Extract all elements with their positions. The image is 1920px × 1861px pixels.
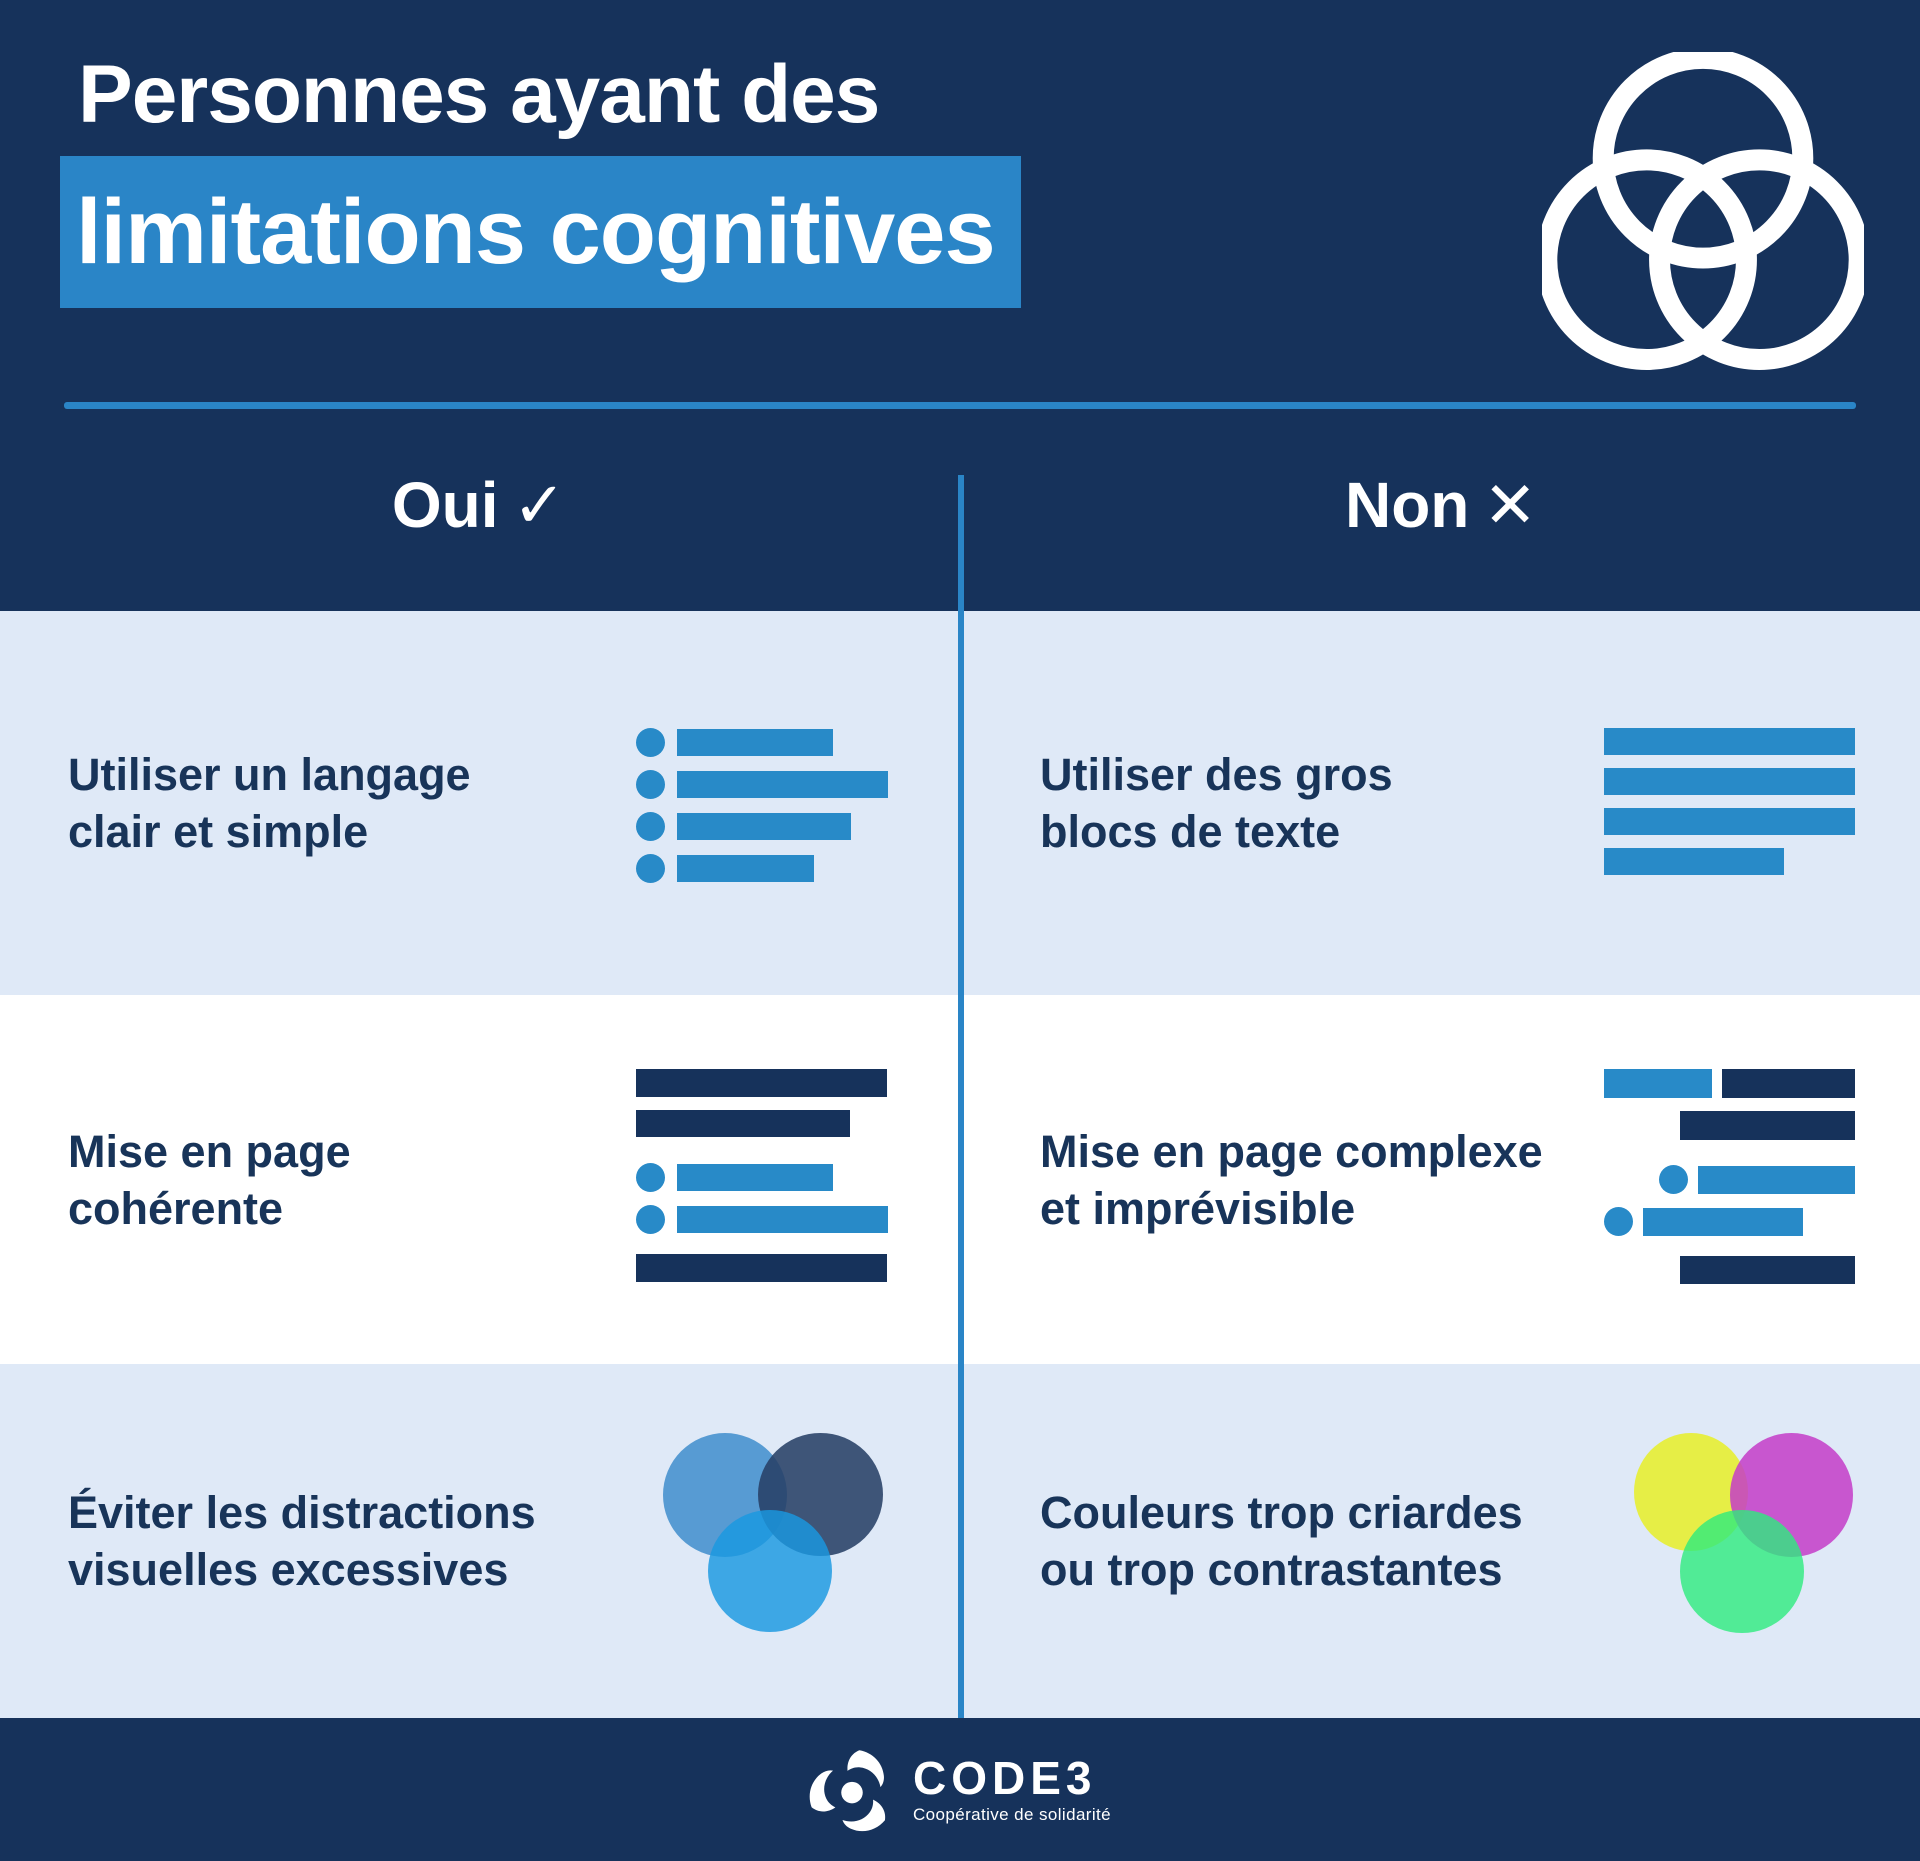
- column-divider-line: [958, 475, 964, 1718]
- no-text-row3: Couleurs trop criardes ou trop contrasta…: [1040, 1484, 1523, 1598]
- circle-bright-blue: [708, 1510, 832, 1632]
- bullet-dot: [636, 854, 665, 883]
- yes-text-row1: Utiliser un langage clair et simple: [68, 746, 471, 860]
- bullet-dot: [1604, 1207, 1633, 1236]
- venn-three-circles-icon: [1542, 52, 1864, 370]
- structured-layout-icon: [636, 1069, 888, 1282]
- text-line-bar: [677, 813, 851, 840]
- column-header-no: Non✕: [962, 468, 1920, 543]
- text-line-bar: [677, 1164, 833, 1191]
- brand-name: CODE3: [912, 1752, 1097, 1804]
- heading-bar: [636, 1069, 887, 1097]
- bullet-dot: [636, 770, 665, 799]
- no-text-row2-line2: et imprévisible: [1040, 1182, 1356, 1234]
- bullet-list-icon: [636, 728, 888, 883]
- column-header-yes: Oui✓: [0, 468, 958, 543]
- text-line-bar: [677, 771, 888, 798]
- text-line-bar: [677, 729, 833, 756]
- code3-pinwheel-logo: [809, 1749, 886, 1831]
- text-line-bar: [1604, 728, 1855, 755]
- heading-bar: [1680, 1256, 1855, 1284]
- text-line-bar: [1604, 808, 1855, 835]
- no-text-row2-line1: Mise en page complexe: [1040, 1125, 1543, 1177]
- footer: CODE3 Coopérative de solidarité: [0, 1718, 1920, 1861]
- no-text-row1: Utiliser des gros blocs de texte: [1040, 746, 1393, 860]
- yes-text-row3-line1: Éviter les distractions: [68, 1487, 536, 1538]
- no-text-row2: Mise en page complexe et imprévisible: [1040, 1123, 1543, 1237]
- text-block-icon: [1604, 728, 1855, 875]
- header-divider-line: [64, 402, 1856, 409]
- page-title-line1: Personnes ayant des: [78, 49, 880, 140]
- text-line-bar: [1643, 1207, 1803, 1236]
- yes-text-row1-line1: Utiliser un langage: [68, 749, 471, 800]
- text-line-bar: [1604, 768, 1855, 795]
- cross-icon: ✕: [1483, 469, 1538, 541]
- heading-bar: [1680, 1111, 1855, 1140]
- yes-text-row1-line2: clair et simple: [68, 806, 369, 857]
- text-line-bar: [1604, 848, 1784, 875]
- yes-text-row3: Éviter les distractions visuelles excess…: [68, 1484, 536, 1598]
- no-text-row3-line2: ou trop contrastantes: [1040, 1544, 1503, 1595]
- brand-tagline: Coopérative de solidarité: [912, 1805, 1112, 1824]
- messy-layout-icon: [1604, 1069, 1855, 1284]
- no-label: Non: [1344, 469, 1470, 541]
- bullet-dot: [636, 812, 665, 841]
- bullet-dot: [636, 1163, 665, 1192]
- no-text-row1-line1: Utiliser des gros: [1040, 749, 1393, 800]
- no-text-row3-line1: Couleurs trop criardes: [1040, 1487, 1523, 1538]
- brand-text-block: CODE3 Coopérative de solidarité: [913, 1754, 1111, 1825]
- calm-venn-circles-icon: [663, 1433, 883, 1633]
- bullet-dot: [636, 728, 665, 757]
- heading-bar: [636, 1254, 887, 1282]
- yes-text-row2-line1: Mise en page: [68, 1125, 351, 1177]
- heading-bar: [636, 1110, 850, 1137]
- yes-text-row2-line2: cohérente: [68, 1182, 284, 1234]
- heading-bar: [1722, 1069, 1855, 1098]
- header: Personnes ayant des limitations cognitiv…: [0, 0, 1920, 611]
- yes-text-row3-line2: visuelles excessives: [68, 1544, 509, 1595]
- text-line-bar: [677, 855, 814, 882]
- bullet-dot: [1659, 1165, 1688, 1194]
- page-title-line2-highlight: limitations cognitives: [60, 156, 1021, 308]
- text-line-bar: [1604, 1069, 1712, 1098]
- no-text-row1-line2: blocs de texte: [1040, 806, 1341, 857]
- vivid-venn-circles-icon: [1634, 1433, 1855, 1633]
- yes-text-row2: Mise en page cohérente: [68, 1123, 351, 1237]
- check-icon: ✓: [512, 469, 567, 541]
- text-line-bar: [1698, 1165, 1855, 1194]
- bullet-dot: [636, 1205, 665, 1234]
- circle-green: [1680, 1510, 1804, 1633]
- text-line-bar: [677, 1206, 888, 1233]
- yes-label: Oui: [391, 469, 499, 541]
